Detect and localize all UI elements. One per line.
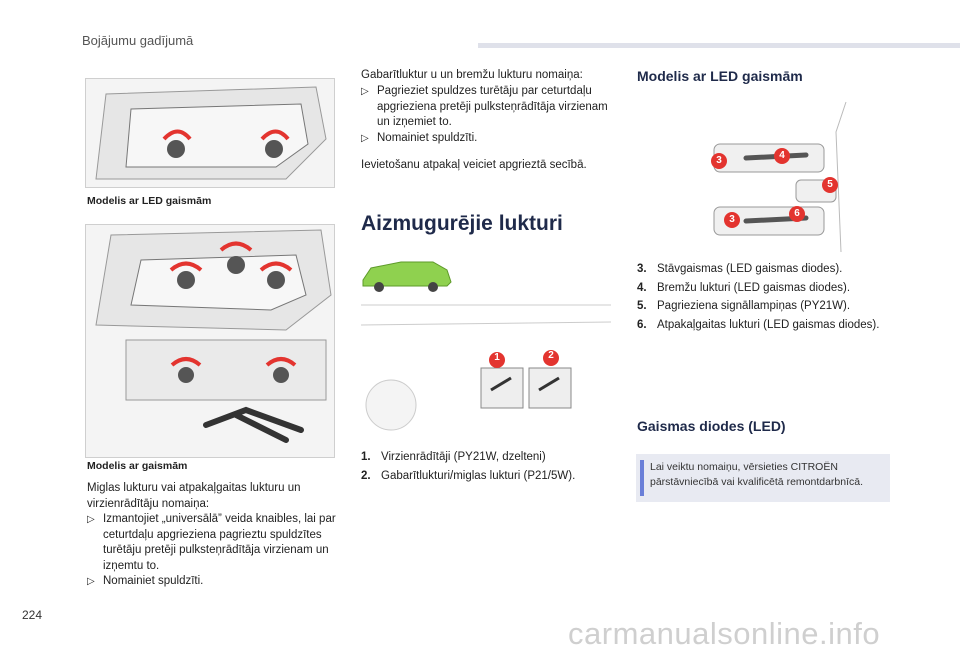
section-title-rear-lights: Aizmugurējie lukturi <box>361 212 563 235</box>
list-item: 5.Pagrieziena signāllampiņas (PY21W). <box>637 300 851 312</box>
led-model-title: Modelis ar LED gaismām <box>637 68 803 84</box>
refit-note: Ievietošanu atpakaļ veiciet apgrieztā se… <box>361 159 587 171</box>
figure-caption-led: Modelis ar LED gaismām <box>87 195 212 207</box>
callout-3b: 3 <box>729 214 735 225</box>
bulb-taillight-figure <box>85 224 335 458</box>
info-text: Lai veiktu nomaiņu, vērsieties CITROËN p… <box>650 461 864 488</box>
rear-lights-figure: 1 2 <box>360 250 612 435</box>
page-number: 224 <box>22 608 43 622</box>
led-lights-legend: 3.Stāvgaismas (LED gaismas diodes). 4.Br… <box>637 262 892 336</box>
arrow-bullet-icon: ▷ <box>361 132 369 144</box>
running-header: Bojājumu gadījumā <box>82 33 194 48</box>
list-item: 1.Virzienrādītāji (PY21W, dzelteni) <box>361 451 546 463</box>
led-section-title: Gaismas diodes (LED) <box>637 418 786 434</box>
led-taillight-figure <box>85 78 335 188</box>
led-lights-figure: 3 4 5 3 6 <box>636 92 888 253</box>
led-lights-illustration <box>711 101 847 253</box>
list-item: 4.Bremžu lukturi (LED gaismas diodes). <box>637 281 851 294</box>
fog-reverse-steps: ▷Izmantojiet „universālā” veida knaibles… <box>87 512 337 590</box>
list-item: ▷Pagrieziet spuldzes turētāju par ceturt… <box>361 85 608 128</box>
arrow-bullet-icon: ▷ <box>87 514 95 525</box>
arrow-bullet-icon: ▷ <box>361 86 369 97</box>
figure-caption-bulb: Modelis ar gaismām <box>87 460 188 472</box>
list-item: 3.Stāvgaismas (LED gaismas diodes). <box>637 263 843 275</box>
callout-2: 2 <box>548 350 554 361</box>
info-icon <box>640 460 644 496</box>
list-item: 2.Gabarītlukturi/miglas lukturi (P21/5W)… <box>361 469 576 482</box>
list-item: 6.Atpakaļgaitas lukturi (LED gaismas dio… <box>637 318 880 331</box>
rear-lights-legend: 1.Virzienrādītāji (PY21W, dzelteni) 2.Ga… <box>361 450 611 487</box>
info-box: Lai veiktu nomaiņu, vērsieties CITROËN p… <box>636 454 890 502</box>
watermark: carmanualsonline.info <box>568 616 881 651</box>
header-bar <box>478 43 960 48</box>
callout-4: 4 <box>779 150 785 161</box>
callout-3: 3 <box>716 155 722 166</box>
rear-lights-illustration <box>360 261 612 431</box>
list-item: ▷Nomainiet spuldzīti. <box>87 574 337 590</box>
callout-1: 1 <box>494 352 500 363</box>
list-item: ▷Nomainiet spuldzīti. <box>361 131 611 147</box>
bulb-taillight-illustration <box>95 229 332 443</box>
list-item: ▷Izmantojiet „universālā” veida knaibles… <box>87 513 336 572</box>
sidelight-intro: Gabarītluktur u un bremžu lukturu nomaiņ… <box>361 69 583 81</box>
callout-5: 5 <box>827 179 833 190</box>
led-taillight-illustration <box>95 86 327 180</box>
sidelight-steps: ▷Pagrieziet spuldzes turētāju par ceturt… <box>361 84 611 146</box>
arrow-bullet-icon: ▷ <box>87 576 95 587</box>
fog-reverse-intro: Miglas lukturu vai atpakaļgaitas lukturu… <box>87 482 301 510</box>
callout-6: 6 <box>794 208 800 219</box>
